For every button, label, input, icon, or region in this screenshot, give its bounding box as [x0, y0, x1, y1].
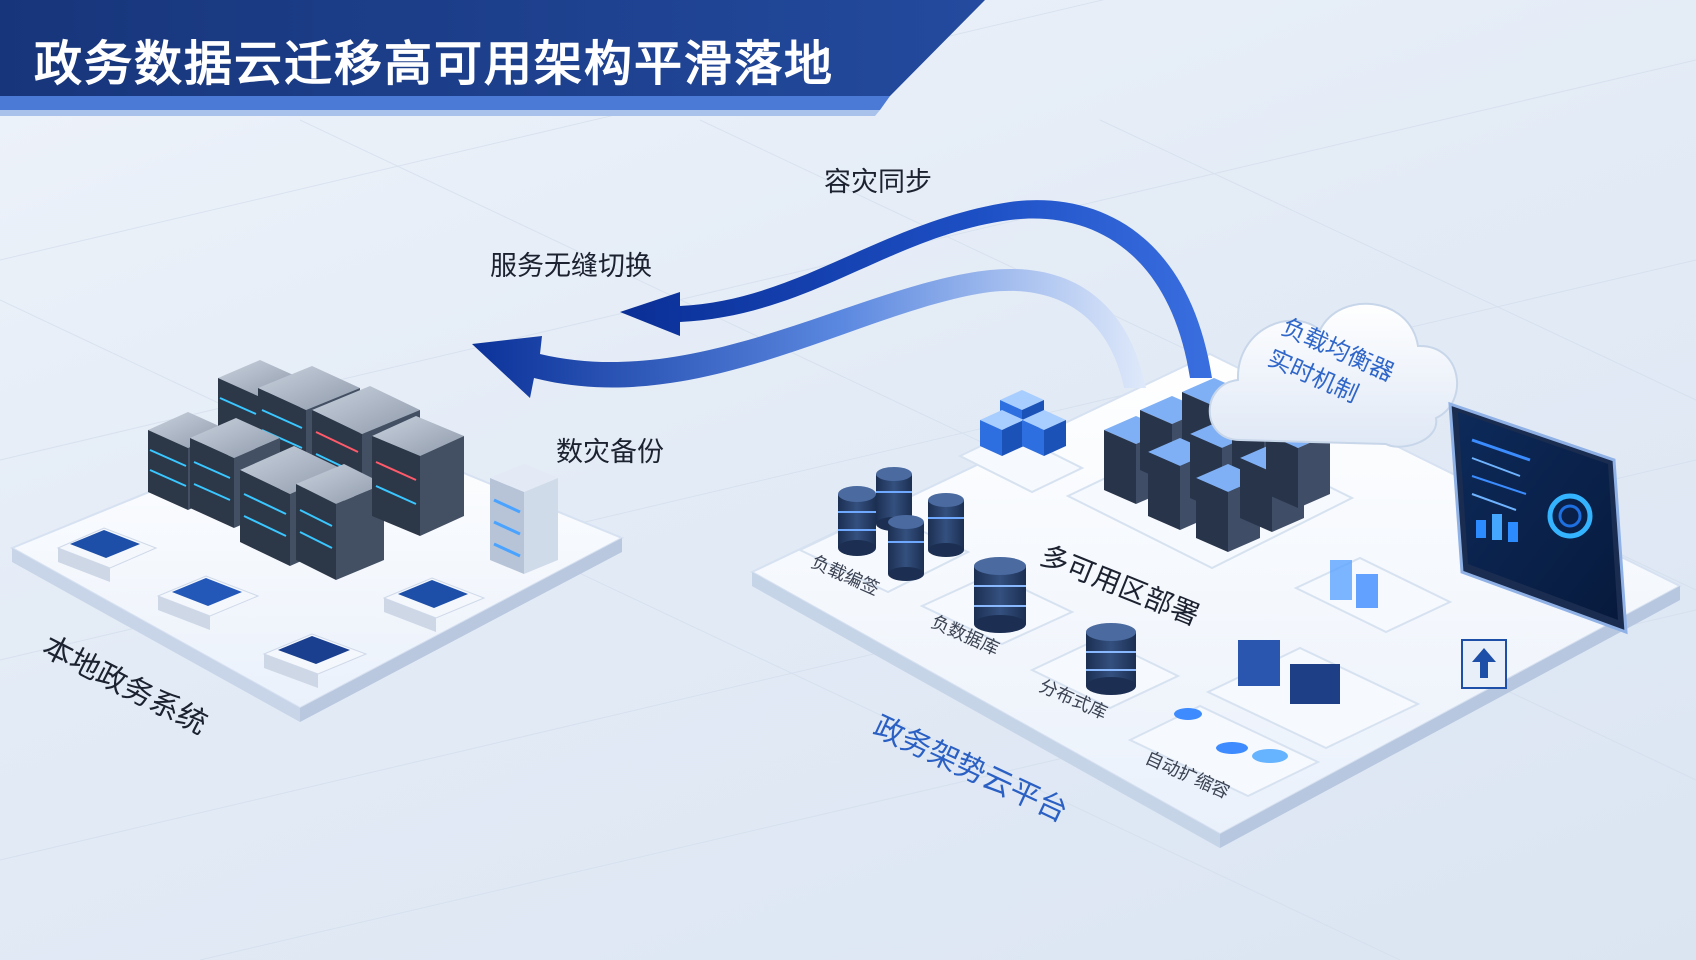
device-tile — [382, 577, 486, 632]
cloud-platform — [749, 352, 1683, 848]
database-icon — [1086, 623, 1136, 695]
database-icon — [838, 486, 876, 556]
page-title: 政务数据云迁移高可用架构平滑落地 — [34, 36, 835, 92]
disaster-backup-label: 数灾备份 — [556, 437, 664, 468]
backup-server — [490, 464, 558, 574]
multi-az-racks — [1104, 378, 1330, 552]
autoscale-devices — [1174, 560, 1507, 763]
local-devices — [56, 527, 486, 688]
title-banner — [0, 0, 985, 116]
service-switch-arrow — [472, 268, 1146, 398]
load-balancer-cloud — [1208, 302, 1459, 448]
monitoring-dashboard — [1448, 401, 1628, 635]
disaster-sync-arrow — [620, 200, 1212, 378]
local-server-racks — [148, 360, 558, 580]
cloud-databases — [838, 467, 1136, 695]
device-tile — [56, 527, 158, 582]
disaster-sync-label: 容灾同步 — [824, 167, 932, 198]
server-rack — [372, 416, 464, 536]
seamless-switch-label: 服务无缝切换 — [490, 251, 652, 282]
container-cubes — [980, 390, 1066, 456]
database-icon — [928, 493, 964, 557]
device-tile — [262, 633, 368, 688]
database-icon — [974, 557, 1026, 633]
database-icon — [888, 515, 924, 581]
device-tile — [156, 575, 260, 630]
server-rack — [296, 464, 384, 580]
